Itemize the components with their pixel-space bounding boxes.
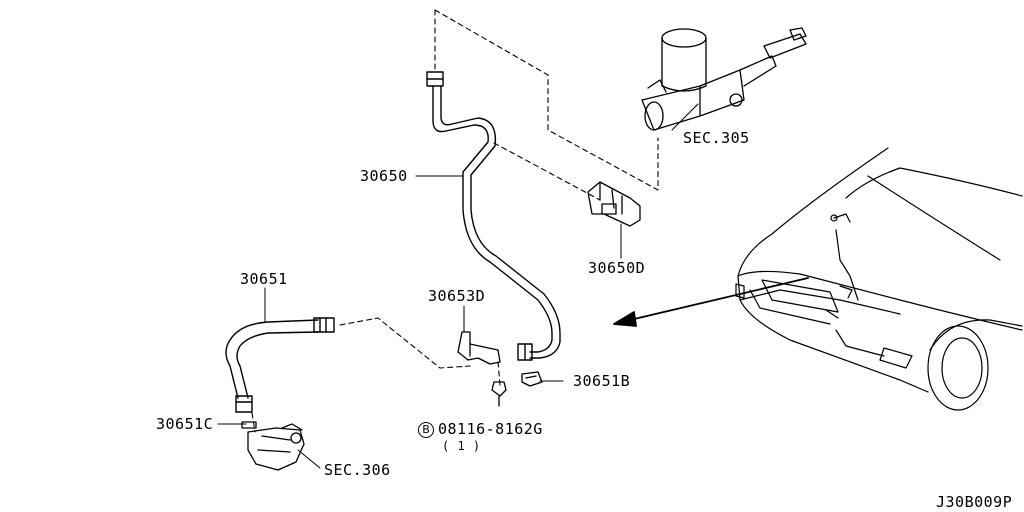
diagram-code: J30B009P <box>936 493 1013 511</box>
part-label-bolt: 08116-8162G <box>438 420 543 438</box>
operating-cylinder <box>241 421 305 471</box>
clutch-hose-30651 <box>225 317 335 413</box>
clutch-pipe-30650 <box>426 71 561 361</box>
section-label-sec306: SEC.306 <box>324 461 391 479</box>
part-label-30653d: 30653D <box>428 287 486 305</box>
part-label-30650: 30650 <box>360 167 408 185</box>
bracket-30653d <box>457 331 501 365</box>
bracket-30650d <box>587 181 641 227</box>
clip-30651b <box>521 371 543 387</box>
vehicle-outline <box>735 147 1023 411</box>
section-label-sec305: SEC.305 <box>683 129 750 147</box>
part-label-30650d: 30650D <box>588 259 646 277</box>
bolt-b-badge: B <box>418 422 434 438</box>
bolt-08116-8162g <box>491 381 507 407</box>
master-cylinder <box>641 27 807 131</box>
part-label-30651c: 30651C <box>156 415 214 433</box>
location-arrow <box>613 277 809 327</box>
leader-lines <box>217 103 699 469</box>
part-label-30651: 30651 <box>240 270 288 288</box>
part-label-30651b: 30651B <box>573 372 631 390</box>
dashed-connector-lines <box>251 9 659 433</box>
bolt-quantity: ( 1 ) <box>442 439 481 453</box>
